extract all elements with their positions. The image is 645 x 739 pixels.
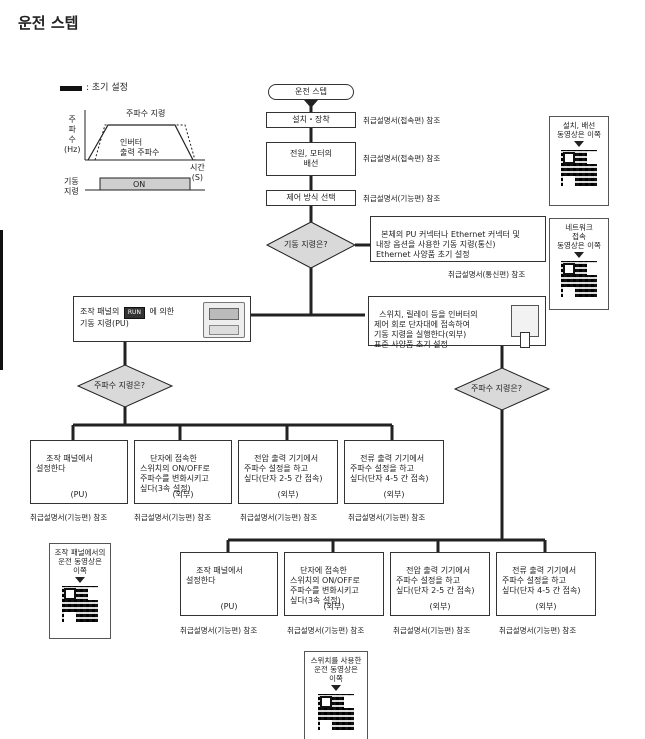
power-motor-label: 전원, 모터의 배선 xyxy=(290,149,332,168)
down-arrow-icon xyxy=(331,685,341,691)
legend-start-command: 기동 지령 xyxy=(64,177,79,196)
install-ref: 취급설명서(접속편) 참조 xyxy=(363,116,441,125)
option-tag: (외부) xyxy=(277,490,299,499)
left-option-ref: 취급설명서(기능편) 참조 xyxy=(134,513,212,522)
option-tag: (PU) xyxy=(220,602,238,611)
left-option-pu: 조작 패널에서 설정한다 (PU) xyxy=(30,440,128,504)
external-box-text: 스위치, 릴레이 등을 인버터의 제어 회로 단자대에 접속하여 기동 지령을 … xyxy=(374,310,478,349)
option-tag: (외부) xyxy=(383,490,405,499)
switch-icon xyxy=(511,305,539,348)
legend-axis-y: 주 파 수 (Hz) xyxy=(64,115,81,154)
right-option-pu: 조작 패널에서 설정한다 (PU) xyxy=(180,552,278,616)
control-select-box: 제어 방식 선택 xyxy=(266,190,356,206)
left-option-ref: 취급설명서(기능편) 참조 xyxy=(348,513,426,522)
network-box-text: 본체의 PU 커넥터나 Ethernet 커넥터 및 내장 옵션을 사용한 기동… xyxy=(376,230,520,259)
control-ref: 취급설명서(기능편) 참조 xyxy=(363,194,441,203)
qr-code-icon[interactable] xyxy=(62,586,98,622)
down-arrow-icon xyxy=(574,252,584,258)
qr-panel-operation-panel[interactable]: 조작 패널에서의 운전 동영상은 이쪽 xyxy=(49,543,111,639)
freq-question-right: 주파수 지령은? xyxy=(471,384,522,393)
right-option-current: 전류 출력 기기에서 주파수 설정을 하고 싶다(단자 4-5 간 접속) (외… xyxy=(496,552,596,616)
left-option-current: 전류 출력 기기에서 주파수 설정을 하고 싶다(단자 4-5 간 접속) (외… xyxy=(344,440,444,504)
qr-caption: 네트워크 접속 동영상은 이쪽 xyxy=(557,223,601,250)
power-ref: 취급설명서(접속편) 참조 xyxy=(363,154,441,163)
start-box: 운전 스텝 xyxy=(268,84,354,100)
option-tag: (외부) xyxy=(535,602,557,611)
power-motor-box: 전원, 모터의 배선 xyxy=(266,142,356,176)
inverter-panel-icon xyxy=(203,302,245,338)
legend-axis-x: 시간 (S) xyxy=(190,163,205,182)
page-title: 운전 스텝 xyxy=(18,14,79,32)
qr-panel-network[interactable]: 네트워크 접속 동영상은 이쪽 xyxy=(549,218,609,310)
side-tab-marker xyxy=(0,230,3,370)
right-option-ref: 취급설명서(기능편) 참조 xyxy=(499,626,577,635)
external-start-box: 스위치, 릴레이 등을 인버터의 제어 회로 단자대에 접속하여 기동 지령을 … xyxy=(368,296,546,349)
option-text: 전류 출력 기기에서 주파수 설정을 하고 싶다(단자 4-5 간 접속) xyxy=(502,566,581,595)
right-option-ref: 취급설명서(기능편) 참조 xyxy=(393,626,471,635)
left-option-ref: 취급설명서(기능편) 참조 xyxy=(240,513,318,522)
left-option-3speed: 단자에 접속한 스위치의 ON/OFF로 주파수를 변화시키고 싶다(3속 설정… xyxy=(134,440,232,504)
pu-box-prefix: 조작 패널의 xyxy=(80,307,120,316)
pu-start-box: 조작 패널의 RUN 에 의한 기동 지령(PU) xyxy=(73,296,251,342)
right-option-ref: 취급설명서(기능편) 참조 xyxy=(180,626,258,635)
legend-on: ON xyxy=(133,180,146,189)
control-select-label: 제어 방식 선택 xyxy=(286,193,336,202)
down-arrow-icon xyxy=(75,577,85,583)
network-box: 본체의 PU 커넥터나 Ethernet 커넥터 및 내장 옵션을 사용한 기동… xyxy=(370,216,546,262)
legend-freq-command: 주파수 지령 xyxy=(126,109,166,118)
pu-box-suffix: 에 의한 기동 지령(PU) xyxy=(80,307,175,328)
option-text: 조작 패널에서 설정한다 xyxy=(186,566,243,585)
option-text: 전류 출력 기기에서 주파수 설정을 하고 싶다(단자 4-5 간 접속) xyxy=(350,454,429,483)
qr-panel-switch[interactable]: 스위치를 사용한 운전 동영상은 이쪽 xyxy=(304,651,368,739)
right-option-voltage: 전압 출력 기기에서 주파수 설정을 하고 싶다(단자 2-5 간 접속) (외… xyxy=(390,552,490,616)
freq-question-left: 주파수 지령은? xyxy=(94,381,145,390)
option-tag: (외부) xyxy=(172,490,194,499)
start-label: 운전 스텝 xyxy=(295,87,327,96)
qr-caption: 조작 패널에서의 운전 동영상은 이쪽 xyxy=(54,548,106,575)
left-option-voltage: 전압 출력 기기에서 주파수 설정을 하고 싶다(단자 2-5 간 접속) (외… xyxy=(238,440,338,504)
right-option-3speed: 단자에 접속한 스위치의 ON/OFF로 주파수를 변화시키고 싶다(3속 설정… xyxy=(284,552,384,616)
run-key-icon: RUN xyxy=(123,307,145,319)
legend-initial-setting: : 초기 설정 xyxy=(86,83,128,93)
qr-code-icon[interactable] xyxy=(561,150,597,186)
comm-ref: 취급설명서(통신편) 참조 xyxy=(448,270,526,279)
qr-code-icon[interactable] xyxy=(318,694,354,730)
option-tag: (외부) xyxy=(429,602,451,611)
option-text: 전압 출력 기기에서 주파수 설정을 하고 싶다(단자 2-5 간 접속) xyxy=(244,454,323,483)
option-tag: (PU) xyxy=(70,490,88,499)
qr-panel-wiring[interactable]: 설치, 배선 동영상은 이쪽 xyxy=(549,116,609,206)
down-arrow-icon xyxy=(574,141,584,147)
left-option-ref: 취급설명서(기능편) 참조 xyxy=(30,513,108,522)
qr-caption: 설치, 배선 동영상은 이쪽 xyxy=(557,121,601,139)
qr-code-icon[interactable] xyxy=(561,261,597,297)
start-command-question: 기동 지령은? xyxy=(284,240,328,249)
right-option-ref: 취급설명서(기능편) 참조 xyxy=(287,626,365,635)
legend-output-freq: 인버터 출력 주파수 xyxy=(120,138,160,157)
option-text: 단자에 접속한 스위치의 ON/OFF로 주파수를 변화시키고 싶다(3속 설정… xyxy=(140,454,210,493)
option-text: 전압 출력 기기에서 주파수 설정을 하고 싶다(단자 2-5 간 접속) xyxy=(396,566,475,595)
install-label: 설치・장착 xyxy=(292,115,330,124)
option-text: 조작 패널에서 설정한다 xyxy=(36,454,93,473)
option-text: 단자에 접속한 스위치의 ON/OFF로 주파수를 변화시키고 싶다(3속 설정… xyxy=(290,566,360,605)
install-box: 설치・장착 xyxy=(266,112,356,128)
option-tag: (외부) xyxy=(323,602,345,611)
qr-caption: 스위치를 사용한 운전 동영상은 이쪽 xyxy=(310,656,362,683)
